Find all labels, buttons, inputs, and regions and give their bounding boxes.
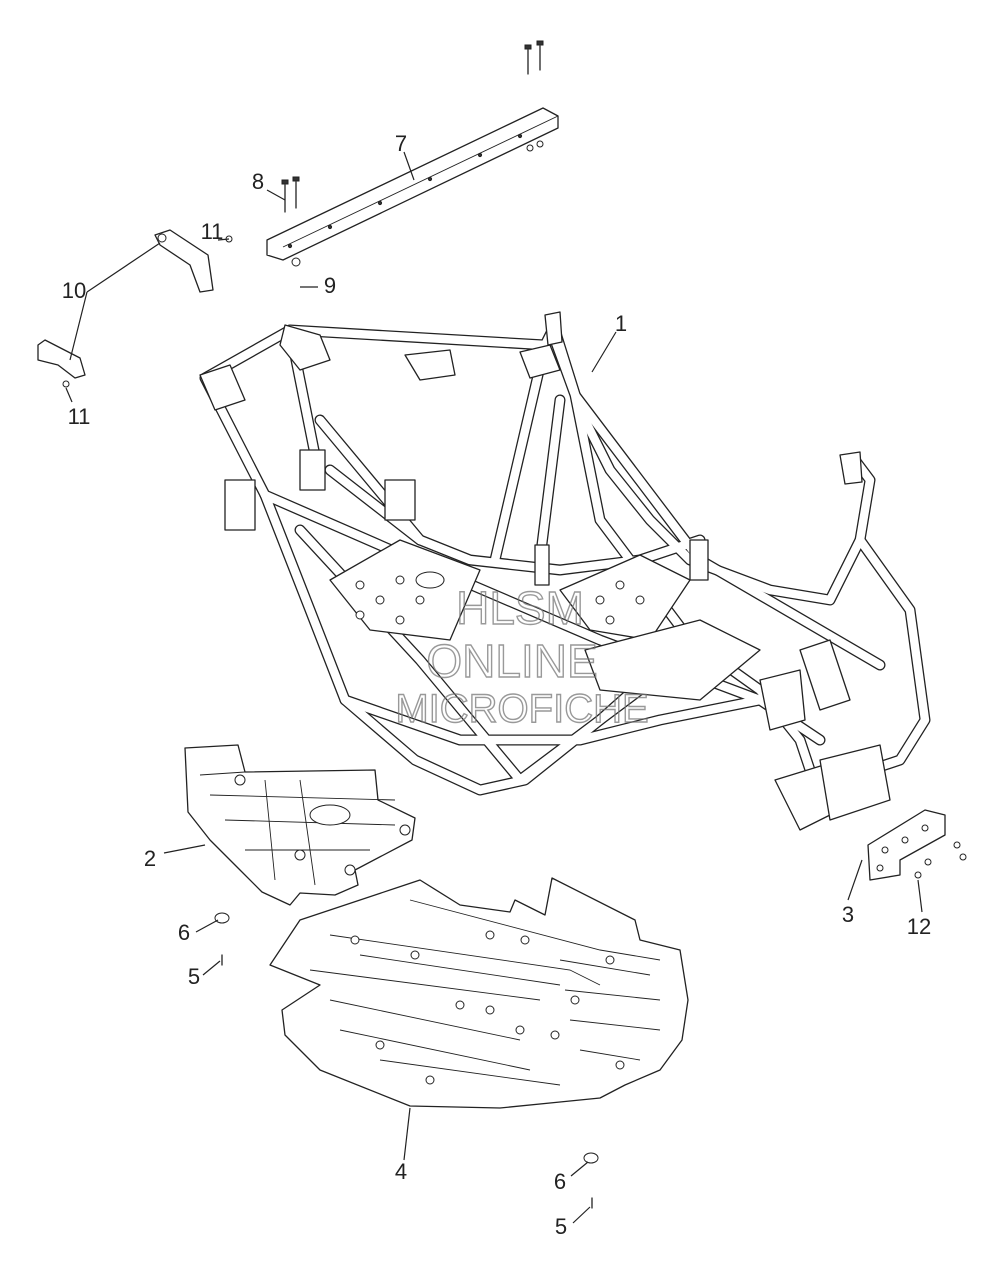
main-frame: [199, 311, 931, 831]
callout-3: 3: [842, 902, 854, 927]
callout-1: 1: [615, 311, 627, 336]
skid-plate-part-4: [269, 877, 689, 1109]
leader-lines: [65, 151, 923, 1224]
callout-9: 9: [324, 273, 336, 298]
watermark-line-1: HLSM: [456, 582, 584, 634]
callout-11b: 11: [68, 404, 91, 429]
callout-8: 8: [252, 169, 264, 194]
watermark: HLSM ONLINE MICROFICHE: [395, 581, 650, 731]
skid-plate-part-2: [184, 744, 416, 906]
bracket-part-3: [867, 809, 946, 881]
callout-5b: 5: [555, 1214, 567, 1239]
callout-10: 10: [62, 278, 86, 303]
callout-6a: 6: [178, 920, 190, 945]
callout-12: 12: [907, 914, 931, 939]
callout-4: 4: [395, 1159, 407, 1184]
callout-11a: 11: [201, 219, 224, 244]
callout-5a: 5: [188, 964, 200, 989]
callouts: 1 2 3 4 5 5 6 6 7 8 9 10 11 11 12: [62, 131, 931, 1239]
cross-tube-part-7: [266, 107, 559, 261]
watermark-line-3: MICROFICHE: [395, 687, 648, 731]
callout-6b: 6: [554, 1169, 566, 1194]
watermark-line-2: ONLINE: [426, 635, 597, 687]
callout-2: 2: [144, 846, 156, 871]
callout-7: 7: [395, 131, 407, 156]
bracket-part-10: [37, 229, 214, 379]
